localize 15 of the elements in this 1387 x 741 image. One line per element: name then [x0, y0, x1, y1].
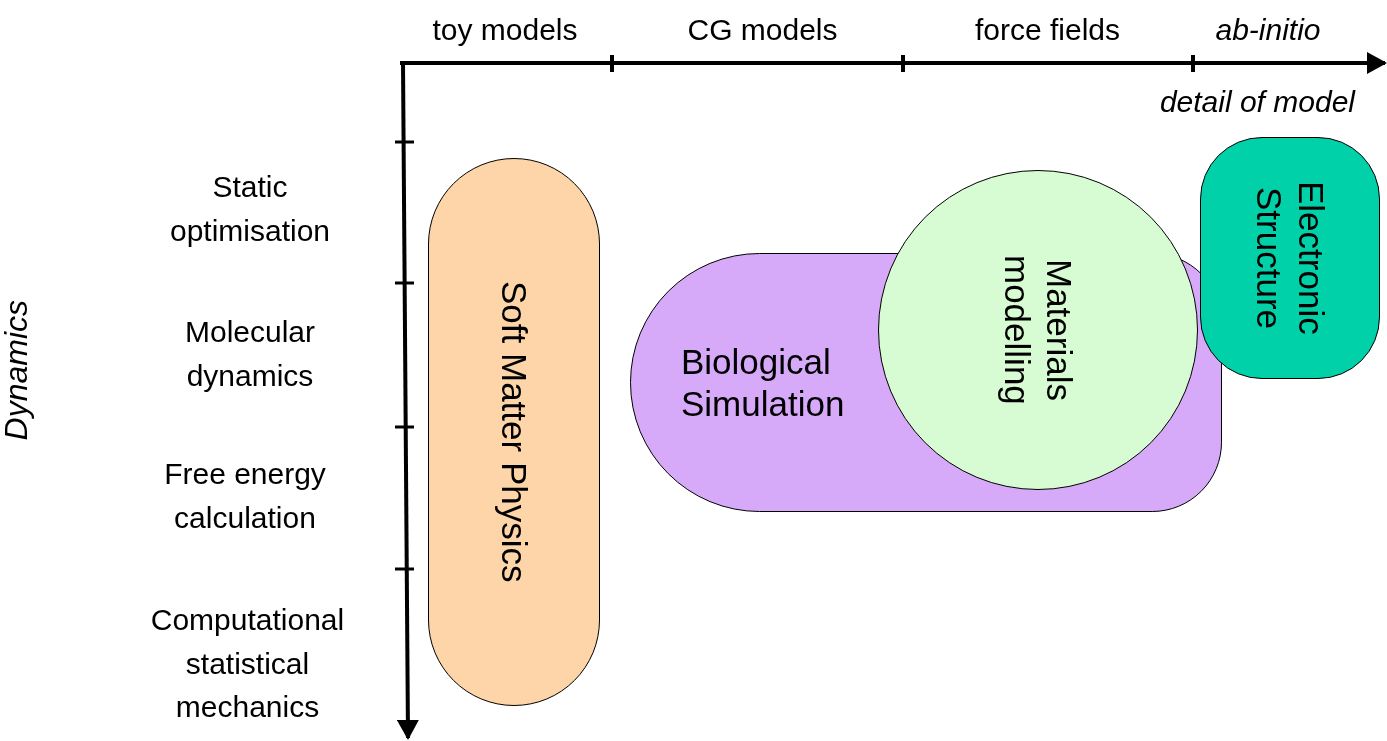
axis-category-label: Molecular dynamics: [183, 314, 317, 394]
axis-category-label: Free energy calculation: [163, 456, 327, 536]
axis-title: detail of model: [1158, 84, 1355, 120]
axis-category-label: force fields: [973, 12, 1122, 48]
shape-label: Electronic Structure: [1249, 180, 1332, 337]
axis-category-label: ab-initio: [1214, 12, 1322, 48]
axis-category-label: toy models: [431, 12, 579, 48]
shape-label: Materials modelling: [997, 254, 1080, 407]
shape-label: Soft Matter Physics: [494, 281, 535, 583]
axis-category-label: Computational statistical mechanics: [149, 602, 346, 725]
axis-category-label: Static optimisation: [168, 169, 332, 249]
shape-label: Biological Simulation: [681, 340, 846, 425]
axis-title: Dynamics: [0, 300, 32, 441]
axis-category-label: CG models: [686, 12, 839, 48]
rounded-box: [1200, 137, 1380, 379]
